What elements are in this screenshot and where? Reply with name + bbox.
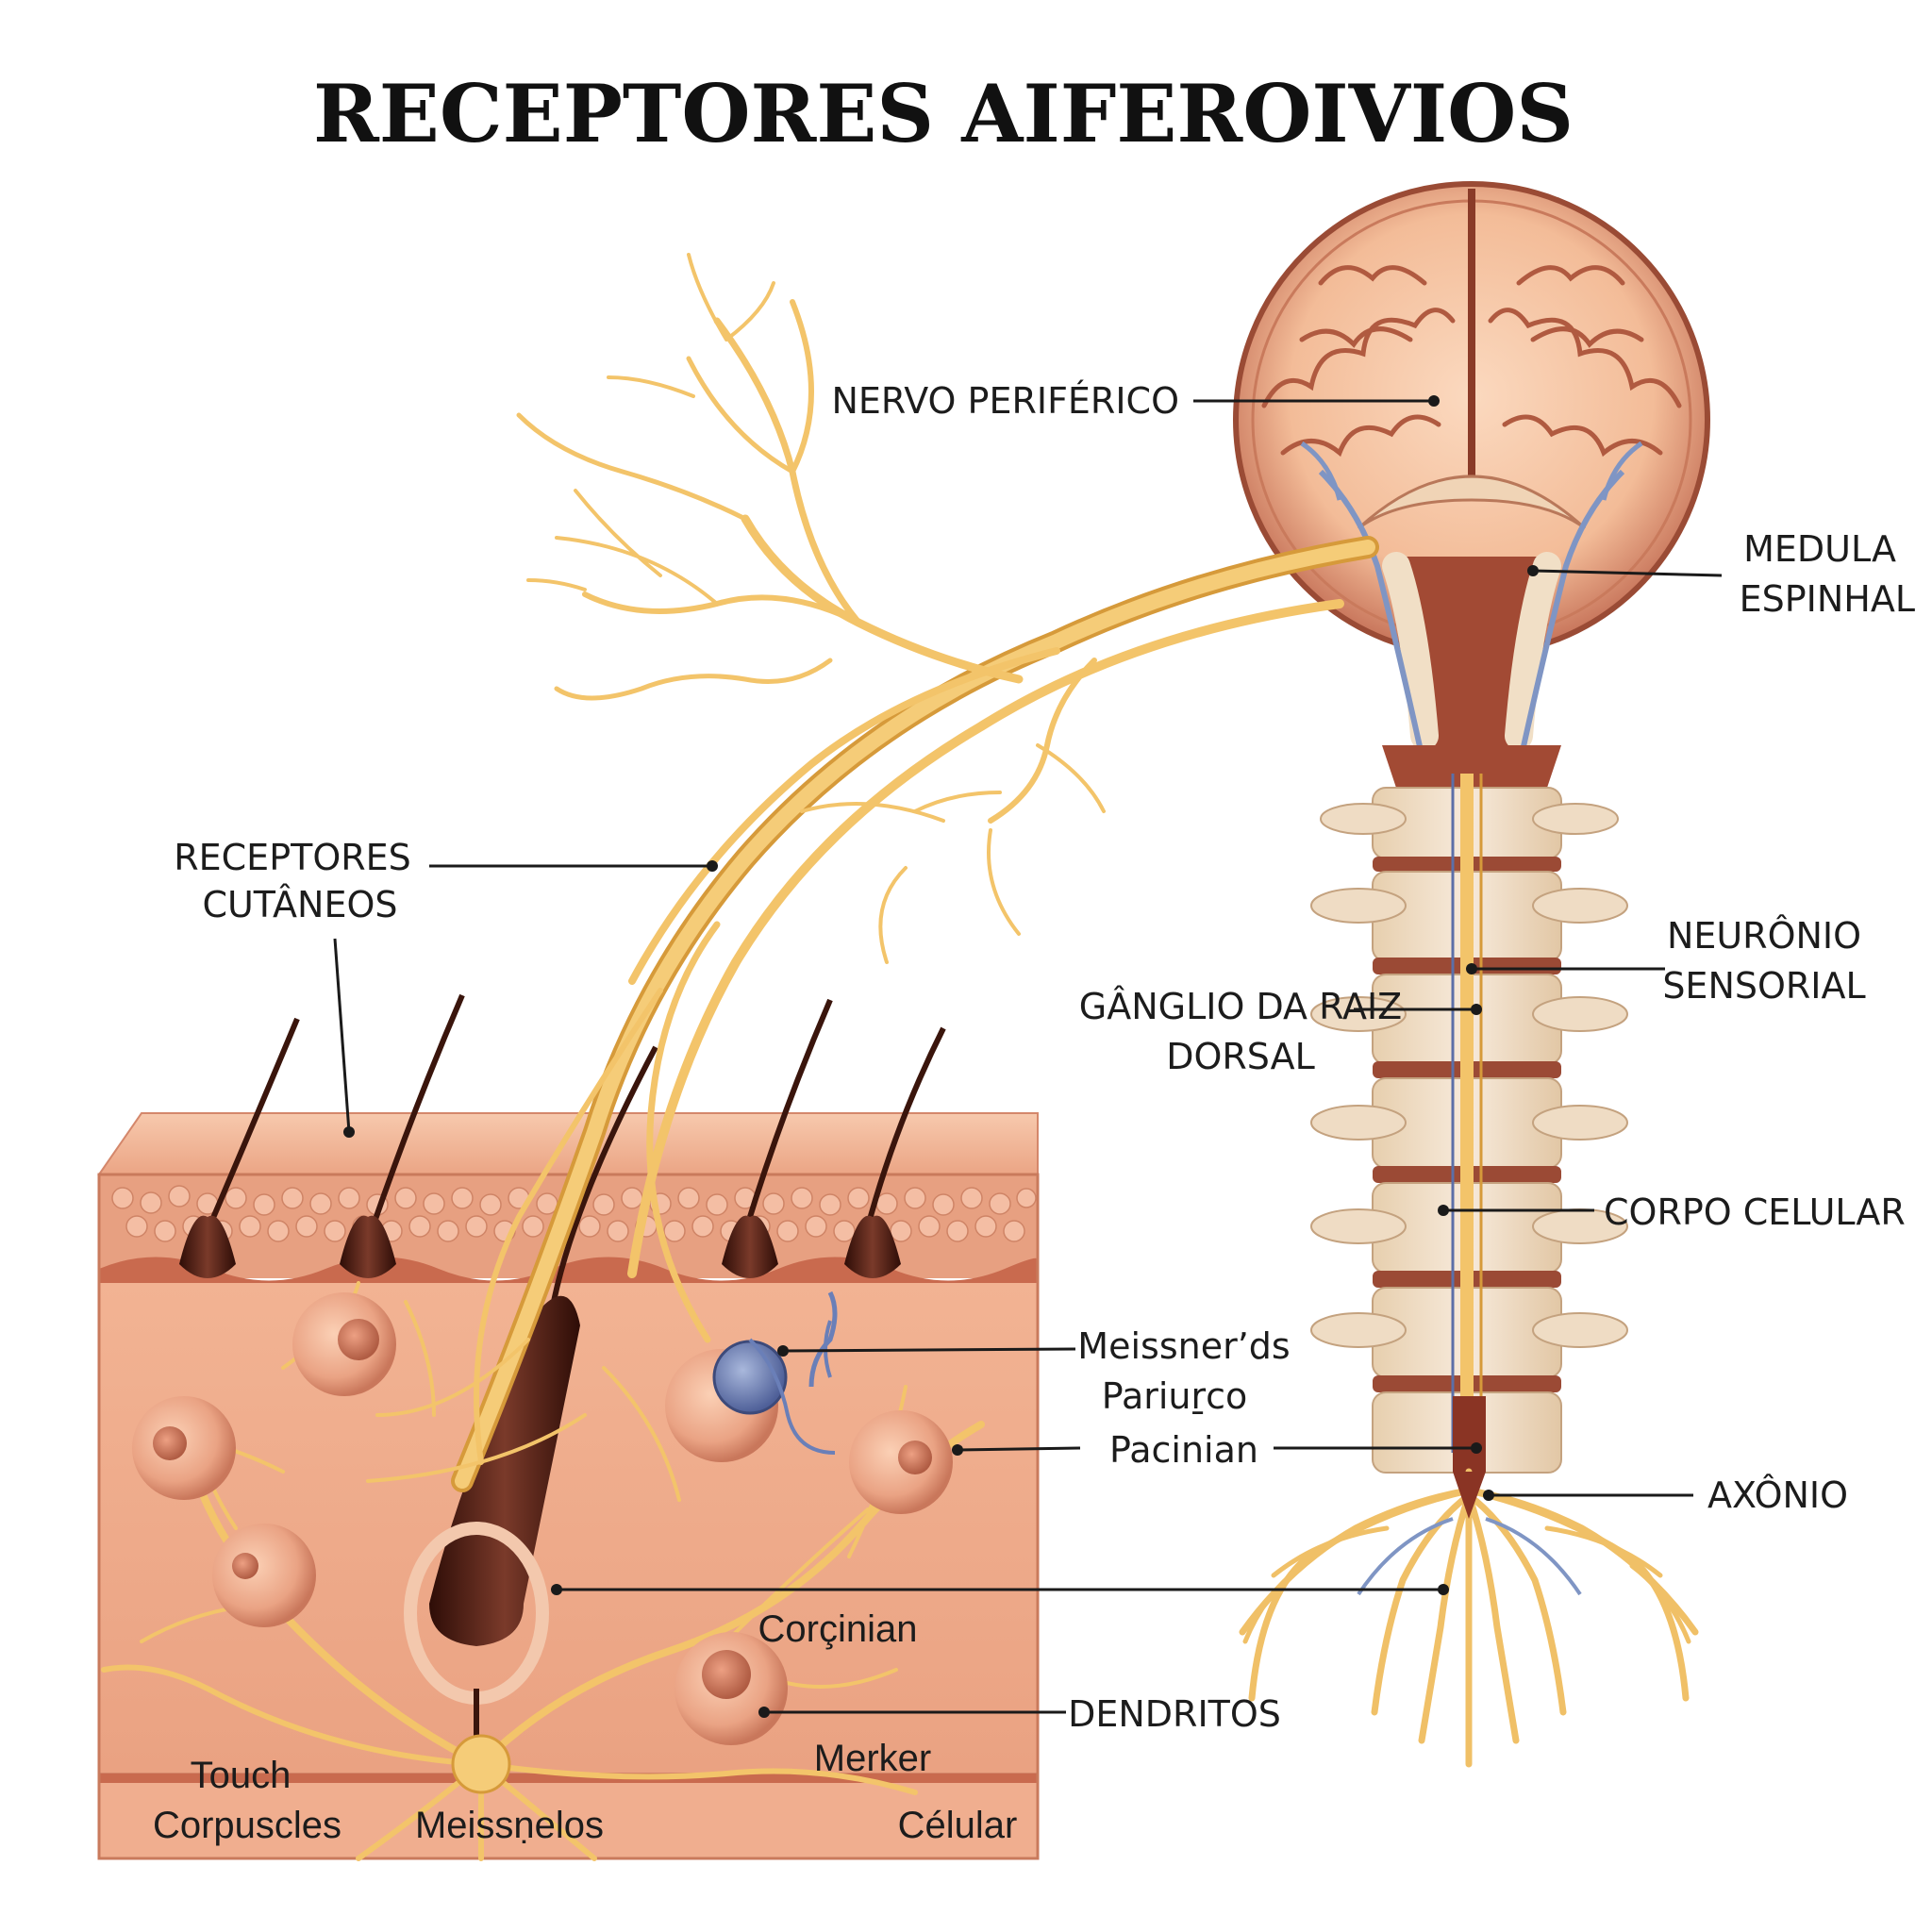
label-medula-line1: MEDULA <box>1743 528 1896 570</box>
label-corpo-celular: CORPO CELULAR <box>1604 1191 1906 1233</box>
hair-follicles <box>179 993 946 1792</box>
diagram-title: RECEPTORES AIFEROIVIOS <box>313 67 1574 160</box>
label-neuronio-line2: SENSORIAL <box>1662 965 1865 1007</box>
corpuscle-1 <box>292 1292 396 1396</box>
label-receptores-line2: CUTÂNEOS <box>202 884 397 925</box>
label-ganglio-line2: DORSAL <box>1166 1036 1315 1077</box>
label-medula-line2: ESPINHAL <box>1740 578 1915 620</box>
label-corcinian: Corçinian <box>758 1608 918 1650</box>
corpuscle-3 <box>212 1524 316 1627</box>
blue-roots <box>1357 1517 1582 1596</box>
corpuscles <box>132 1291 953 1745</box>
label-meissnelos: Meissṇelos <box>415 1805 604 1846</box>
corpuscle-5 <box>849 1410 953 1514</box>
label-pacinian: Pacinian <box>1109 1429 1258 1471</box>
label-meissner-line2: Pariuṟco <box>1102 1375 1248 1417</box>
brain-cross-section <box>1233 181 1710 812</box>
filum-terminale <box>1453 1472 1486 1519</box>
leader-lines <box>333 395 1723 1718</box>
spinal-column <box>1310 745 1628 1474</box>
label-touch: Touch <box>191 1755 291 1796</box>
label-nervo-periferico: NERVO PERIFÉRICO <box>831 380 1179 422</box>
label-receptores-line1: RECEPTORES <box>174 837 411 878</box>
label-corpuscles: Corpuscles <box>153 1805 341 1846</box>
peripheral-nerve <box>101 253 1379 1861</box>
label-merker: Merker <box>814 1738 931 1779</box>
label-celular: Célular <box>898 1805 1018 1846</box>
corpuscle-2 <box>132 1396 236 1500</box>
label-dendritos: DENDRITOS <box>1068 1693 1281 1735</box>
label-neuronio-line1: NEURÔNIO <box>1667 915 1861 957</box>
label-meissner-line1: Meissner’ds <box>1077 1325 1290 1367</box>
nerve-roots <box>1239 1468 1699 1768</box>
label-axonio: AXÔNIO <box>1707 1474 1848 1516</box>
corpuscle-6 <box>675 1632 788 1745</box>
label-ganglio-line1: GÂNGLIO DA RAIZ <box>1079 986 1402 1027</box>
